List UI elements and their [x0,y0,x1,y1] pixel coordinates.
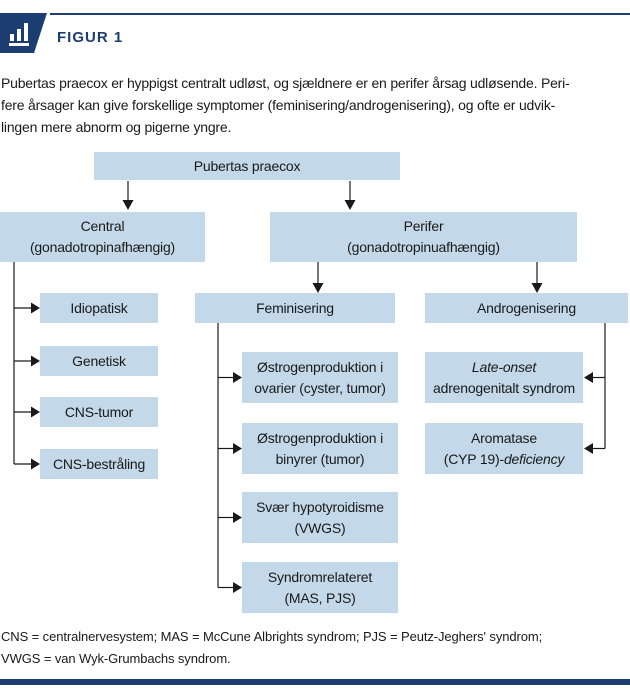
intro-line: lingen mere abnorm og pigerne yngre. [1,119,232,135]
node-central: Central (gonadotropinafhængig) [0,212,205,262]
node-label: (gonadotropinafhængig) [29,239,176,255]
node-label: (MAS, PJS) [284,589,356,606]
node-label: Svær hypotyroidisme [256,498,384,515]
node-genetisk: Genetisk [40,346,158,376]
node-label: (gonadotropinuafhængig) [347,239,500,255]
node-syndromrelateret: Syndromrelateret (MAS, PJS) [242,562,398,613]
node-label: CNS-bestråling [52,455,146,472]
node-label: binyrer (tumor) [275,450,365,467]
node-label: (CYP 19)-deficiency [443,450,565,467]
node-late-onset-adrenogenitalt: Late-onset adrenogenitalt syndrom [425,352,583,403]
node-label: Androgenisering [477,299,576,316]
node-label: Syndromrelateret [267,568,373,585]
node-cns-bestraaling: CNS-bestråling [40,449,158,479]
node-label: Genetisk [72,352,126,369]
node-label: ovarier (cyster, tumor) [254,379,386,396]
node-androgenisering: Androgenisering [425,293,628,323]
footer-rule [0,679,630,685]
node-feminisering: Feminisering [195,293,395,323]
node-oestrogen-binyrer: Østrogenproduktion i binyrer (tumor) [242,423,398,474]
intro-text: Pubertas praecox er hyppigst centralt ud… [1,72,630,138]
node-perifer: Perifer (gonadotropinuafhængig) [270,212,577,262]
node-label: Østrogenproduktion i [257,358,383,375]
node-cns-tumor: CNS-tumor [40,397,158,427]
node-aromatase-deficiency: Aromatase (CYP 19)-deficiency [425,423,583,474]
node-label: Perifer [403,218,444,234]
node-label: Late-onset [471,358,537,375]
figure-badge [0,13,47,53]
node-idiopatisk: Idiopatisk [40,293,158,323]
figure-footnote: CNS = centralnervesystem; MAS = McCune A… [1,626,630,670]
node-pubertas-praecox: Pubertas praecox [94,152,400,180]
node-label: CNS-tumor [64,403,134,420]
footnote-line: CNS = centralnervesystem; MAS = McCune A… [1,629,543,644]
node-label: Idiopatisk [70,299,128,316]
node-label: Aromatase [471,429,537,446]
footnote-line: VWGS = van Wyk-Grumbachs syndrom. [1,651,231,666]
node-label: adrenogenitalt syndrom [433,379,575,396]
bar-chart-icon [9,21,32,46]
figure-label: FIGUR 1 [57,29,124,46]
intro-line: fere årsager kan give forskellige sympto… [1,97,556,113]
intro-line: Pubertas praecox er hyppigst centralt ud… [1,75,570,91]
node-label: Pubertas praecox [193,157,301,174]
node-label: Feminisering [256,299,334,316]
node-label: Central [80,218,125,234]
node-label: (VWGS) [294,519,346,536]
node-label: Østrogenproduktion i [257,429,383,446]
header-rule [50,13,630,15]
node-oestrogen-ovarier: Østrogenproduktion i ovarier (cyster, tu… [242,352,398,403]
node-hypotyroidisme: Svær hypotyroidisme (VWGS) [242,492,398,543]
